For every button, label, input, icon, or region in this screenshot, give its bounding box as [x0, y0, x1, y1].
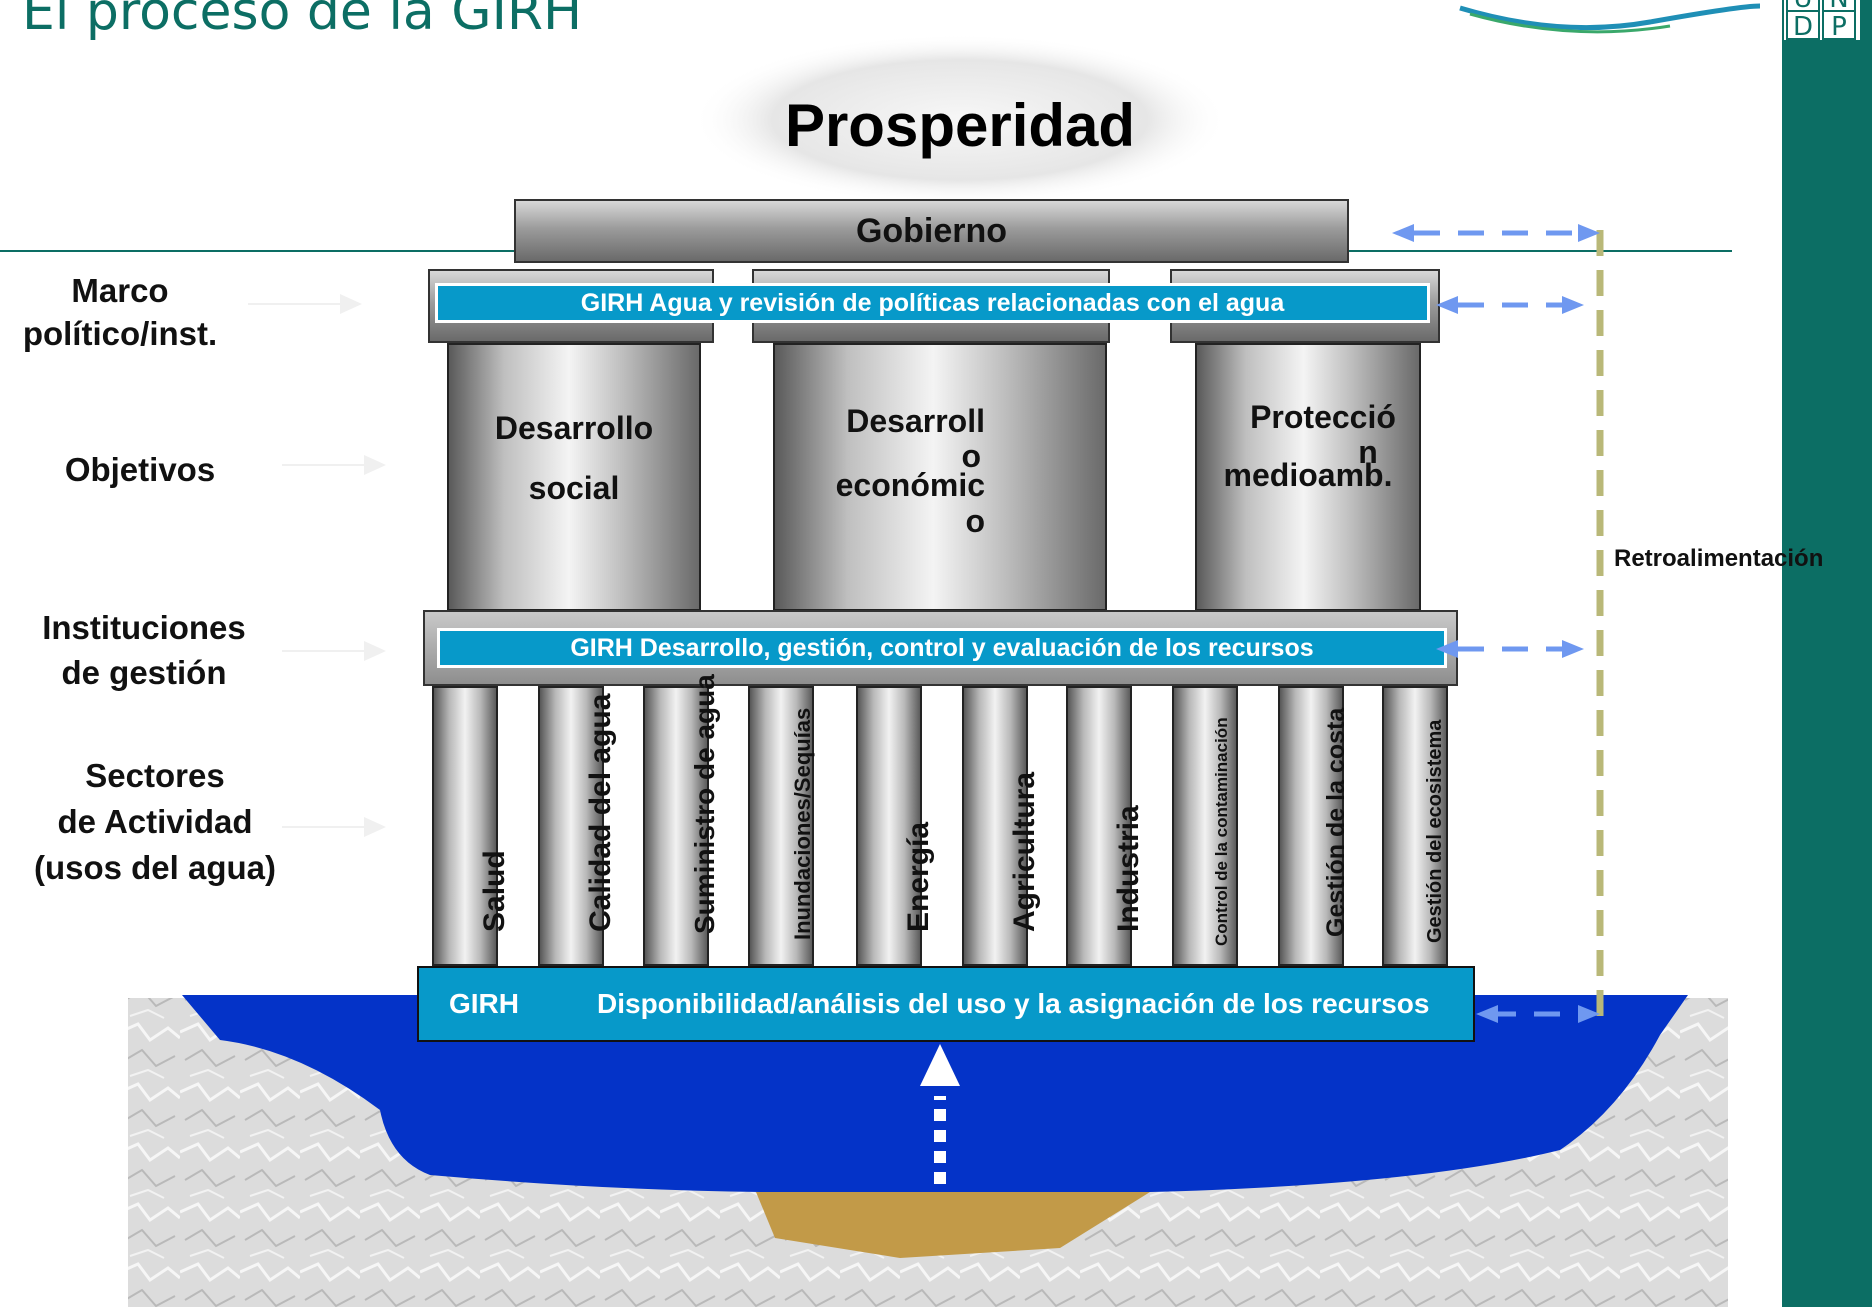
government-label: Gobierno: [855, 211, 1008, 250]
label-institutions-line1: Instituciones: [42, 609, 246, 646]
arrow-left-icon: [1436, 640, 1458, 658]
feedback-loop: [1392, 224, 1604, 1023]
objective-environment-line2: n: [1358, 433, 1378, 470]
label-policy-framework: Marco político/inst.: [20, 270, 220, 356]
sector-label-floods: Inundaciones/Sequías: [790, 707, 815, 940]
label-sectors-line3: (usos del agua): [33, 849, 277, 887]
arrow-left-icon: [1392, 224, 1414, 242]
government-beam: Gobierno: [514, 199, 1349, 263]
objective-social-line2: social: [528, 470, 620, 507]
arrow-right-icon: [1562, 296, 1584, 314]
arrow-right-icon: [1578, 224, 1600, 242]
label-sectors-line1: Sectores: [85, 757, 225, 794]
sidebar-strip: [1782, 0, 1872, 1307]
arrow-right-icon: [1578, 1005, 1600, 1023]
arrow-right-icon: [364, 817, 386, 837]
arrow-right-icon: [364, 641, 386, 661]
objective-economic-line2: o: [961, 437, 981, 474]
guide-line-institutions: [282, 650, 370, 652]
sector-label-pollution: Control de la contaminación: [1212, 717, 1231, 946]
logo-letter-d: D: [1786, 10, 1820, 42]
sector-column-agriculture: Agricultura: [962, 686, 1041, 966]
sector-column-pollution: Control de la contaminación: [1172, 686, 1238, 966]
prosperity-label: Prosperidad: [784, 91, 1136, 159]
arrow-right-icon: [1562, 640, 1584, 658]
objective-environment-line1: Protecció: [1250, 399, 1396, 435]
sector-column-coast: Gestión de la costa: [1278, 686, 1350, 966]
logo-letter-p: P: [1822, 10, 1856, 42]
resources-band-label: Disponibilidad/análisis del uso y la asi…: [597, 988, 1430, 1019]
sector-column-ecosystem: Gestión del ecosistema: [1382, 686, 1448, 966]
objective-column-social: Desarrollo social: [447, 343, 701, 611]
label-policy-line1: Marco: [71, 272, 169, 309]
sector-column-health: Salud: [432, 686, 511, 966]
label-sectors: Sectores de Actividad (usos del agua): [10, 753, 300, 892]
objective-economic-line1: Desarroll: [846, 403, 985, 439]
policy-band-label: GIRH Agua y revisión de políticas relaci…: [580, 288, 1285, 317]
sector-label-water-supply: Suministro de agua: [689, 674, 720, 934]
sector-label-agriculture: Agricultura: [1008, 771, 1041, 932]
feedback-label: Retroalimentación: [1614, 545, 1824, 572]
arrow-right-icon: [364, 455, 386, 475]
policy-band: GIRH Agua y revisión de políticas relaci…: [435, 283, 1430, 323]
label-sectors-line2: de Actividad: [57, 803, 253, 841]
sand-deposit: [756, 1192, 1150, 1258]
objective-economic-line3: económic: [835, 466, 985, 503]
resources-band: GIRH Disponibilidad/análisis del uso y l…: [417, 966, 1475, 1042]
sector-column-water-quality: Calidad del agua: [538, 686, 617, 966]
wave-logo-icon: [1459, 3, 1761, 34]
arrow-left-icon: [1436, 296, 1458, 314]
guide-line-objectives: [282, 464, 370, 466]
undp-logo: U N D P: [1784, 0, 1860, 42]
slide-title: El proceso de la GIRH: [22, 0, 583, 42]
prosperity-cloud: [692, 34, 1228, 206]
label-policy-line2: político/inst.: [22, 314, 218, 352]
label-objectives-line1: Objetivos: [64, 451, 216, 488]
management-band-label: GIRH Desarrollo, gestión, control y eval…: [570, 633, 1314, 662]
sector-label-coast: Gestión de la costa: [1322, 707, 1350, 937]
resources-band-prefix: GIRH: [449, 988, 519, 1019]
sector-column-energy: Energía: [856, 686, 935, 966]
sector-label-water-quality: Calidad del agua: [584, 693, 617, 932]
water-body: [182, 995, 1688, 1192]
objective-column-environment: Protecció n medioamb.: [1195, 343, 1421, 611]
sector-column-industry: Industria: [1066, 686, 1145, 966]
objective-social-line1: Desarrollo: [494, 410, 654, 446]
management-band: GIRH Desarrollo, gestión, control y eval…: [437, 628, 1447, 668]
sector-label-health: Salud: [478, 850, 511, 932]
label-institutions: Instituciones de gestión: [24, 606, 264, 695]
sector-label-energy: Energía: [902, 821, 935, 932]
sector-column-floods: Inundaciones/Sequías: [748, 686, 815, 966]
objective-economic-line4: o: [965, 503, 985, 540]
label-institutions-line2: de gestión: [61, 653, 227, 691]
guide-line-sectors: [282, 826, 370, 828]
sector-column-water-supply: Suministro de agua: [643, 674, 720, 966]
guide-line-policy: [248, 303, 346, 305]
objective-column-economic: Desarroll o económic o: [773, 343, 1107, 611]
objective-environment-line3: medioamb.: [1223, 456, 1393, 493]
label-objectives: Objetivos: [40, 448, 240, 493]
arrow-left-icon: [1476, 1005, 1498, 1023]
up-arrow-icon: [920, 1044, 960, 1086]
sector-label-industry: Industria: [1112, 805, 1145, 932]
arrow-right-icon: [340, 294, 362, 314]
